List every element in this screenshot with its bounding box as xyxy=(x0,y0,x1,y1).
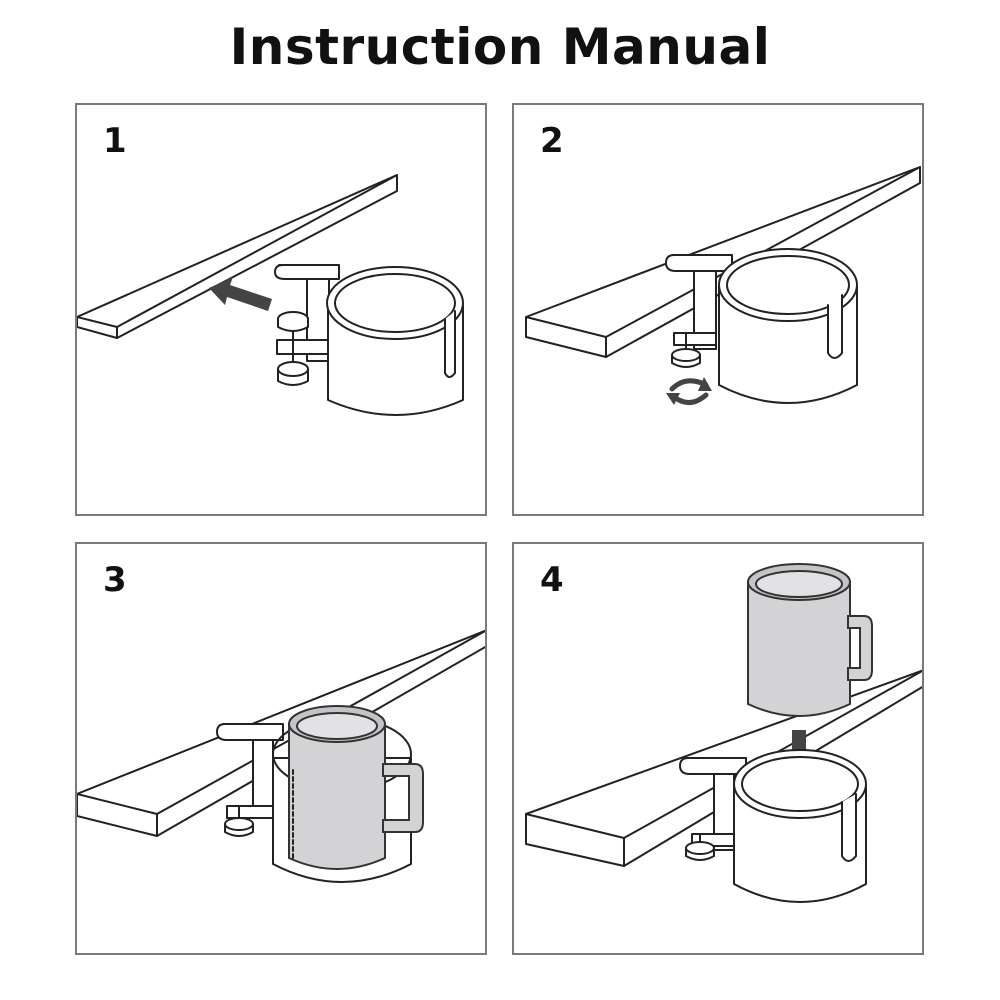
step-2-panel: 2 xyxy=(512,103,924,516)
step-3-number: 3 xyxy=(103,560,127,600)
step-4-number: 4 xyxy=(540,560,564,600)
cup-holder-clamp-icon xyxy=(665,254,733,368)
step-1-number: 1 xyxy=(103,121,127,161)
step-4-illustration xyxy=(525,563,922,903)
cup-icon xyxy=(718,248,858,404)
step-2-illustration xyxy=(525,166,921,405)
mug-icon xyxy=(747,563,873,717)
step-3-panel: 3 xyxy=(75,542,487,955)
cup-holder-clamp-icon xyxy=(679,757,747,861)
manual-title: Instruction Manual xyxy=(229,18,771,76)
step-1-illustration xyxy=(77,174,464,416)
mug-icon xyxy=(288,705,424,870)
desk-icon xyxy=(77,174,398,339)
cup-icon xyxy=(326,266,464,416)
step-3-illustration xyxy=(77,629,485,883)
step-1-panel: 1 xyxy=(75,103,487,516)
step-2-number: 2 xyxy=(540,121,564,161)
push-arrow-icon xyxy=(209,277,272,311)
cup-holder-clamp-icon xyxy=(274,264,340,386)
cup-holder-clamp-icon xyxy=(216,723,284,837)
step-4-panel: 4 xyxy=(512,542,924,955)
rotate-icon xyxy=(666,377,712,405)
cup-icon xyxy=(733,749,867,903)
